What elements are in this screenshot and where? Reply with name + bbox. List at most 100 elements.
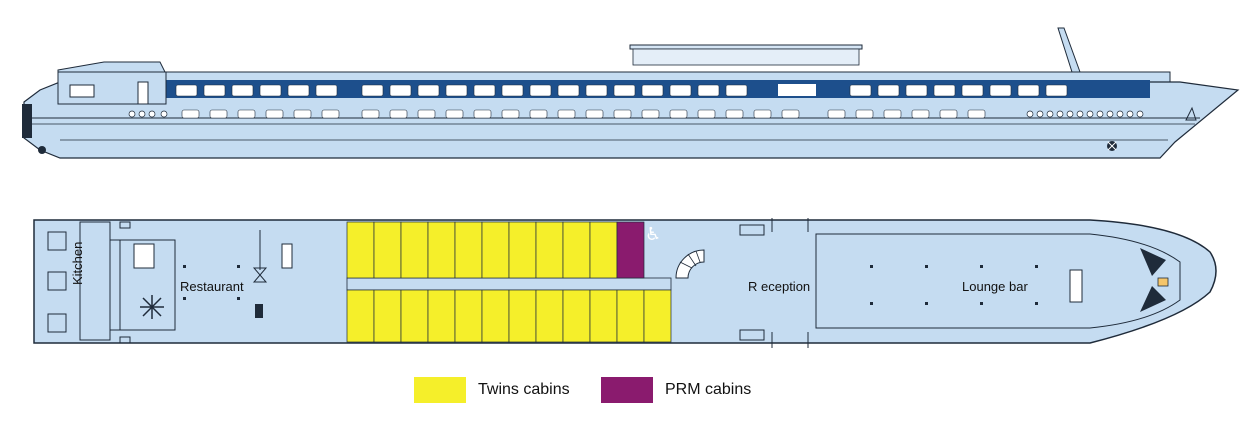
- twin-cabin: [481, 221, 510, 279]
- restaurant-label: Restaurant: [180, 279, 244, 294]
- twin-cabin: [346, 221, 375, 279]
- column-post: [925, 265, 928, 268]
- side-window: [389, 84, 412, 97]
- column-post: [183, 265, 186, 268]
- spiral-stairs-icon: [675, 249, 705, 279]
- snowflake-icon: [140, 295, 164, 319]
- side-window: [911, 109, 930, 119]
- side-window: [265, 109, 284, 119]
- wheelchair-icon: ♿: [645, 224, 662, 245]
- twin-cabin: [589, 289, 618, 343]
- twin-cabin: [454, 221, 483, 279]
- side-window: [473, 109, 492, 119]
- side-window: [1045, 84, 1068, 97]
- side-window: [259, 84, 282, 97]
- column-post: [925, 302, 928, 305]
- side-window: [203, 84, 226, 97]
- side-window: [231, 84, 254, 97]
- side-window: [989, 84, 1012, 97]
- twins-label: Twins cabins: [478, 381, 570, 398]
- side-window: [473, 84, 496, 97]
- side-window: [237, 109, 256, 119]
- porthole: [1076, 110, 1084, 118]
- porthole: [1106, 110, 1114, 118]
- porthole: [1026, 110, 1034, 118]
- side-window: [725, 84, 748, 97]
- porthole: [1056, 110, 1064, 118]
- twin-cabin: [400, 221, 429, 279]
- side-window: [557, 109, 576, 119]
- porthole: [1066, 110, 1074, 118]
- side-window: [361, 84, 384, 97]
- side-window: [417, 84, 440, 97]
- porthole: [160, 110, 168, 118]
- twin-cabin: [535, 289, 564, 343]
- side-window: [293, 109, 312, 119]
- porthole: [1096, 110, 1104, 118]
- column-post: [237, 265, 240, 268]
- twin-cabin: [373, 289, 402, 343]
- twin-cabin: [373, 221, 402, 279]
- side-window: [725, 109, 744, 119]
- side-window: [697, 109, 716, 119]
- side-window: [939, 109, 958, 119]
- side-window: [501, 109, 520, 119]
- side-window: [1017, 84, 1040, 97]
- side-window: [361, 109, 380, 119]
- reception-label: R eception: [748, 279, 811, 294]
- side-window: [641, 109, 660, 119]
- twin-cabin: [400, 289, 429, 343]
- side-window: [883, 109, 902, 119]
- porthole: [1116, 110, 1124, 118]
- ship-side-view: [22, 27, 1240, 159]
- twin-cabin: [427, 289, 456, 343]
- twin-cabin: [427, 221, 456, 279]
- porthole: [1086, 110, 1094, 118]
- side-window: [855, 109, 874, 119]
- column-post: [870, 265, 873, 268]
- porthole: [1126, 110, 1134, 118]
- side-window: [321, 109, 340, 119]
- column-post: [980, 302, 983, 305]
- side-window: [669, 84, 692, 97]
- legend-twins: Twins cabins: [414, 377, 570, 403]
- side-window: [389, 109, 408, 119]
- porthole: [138, 110, 146, 118]
- porthole: [1046, 110, 1054, 118]
- column-post: [870, 302, 873, 305]
- side-window: [877, 84, 900, 97]
- side-window: [827, 109, 846, 119]
- side-window: [501, 84, 524, 97]
- side-window: [585, 109, 604, 119]
- side-window: [417, 109, 436, 119]
- prm-label: PRM cabins: [665, 381, 752, 398]
- side-window: [849, 84, 872, 97]
- twin-cabin: [562, 221, 591, 279]
- twin-cabin: [508, 221, 537, 279]
- side-window: [585, 84, 608, 97]
- side-window: [557, 84, 580, 97]
- column-post: [1035, 302, 1038, 305]
- side-window: [445, 84, 468, 97]
- twin-cabin: [643, 289, 672, 343]
- column-post: [183, 297, 186, 300]
- side-window: [905, 84, 928, 97]
- legend-prm: PRM cabins: [601, 377, 751, 403]
- side-window-door: [778, 84, 816, 96]
- side-window: [753, 109, 772, 119]
- column-post: [237, 297, 240, 300]
- twins-swatch: [414, 377, 466, 403]
- twin-cabin: [616, 289, 645, 343]
- porthole: [128, 110, 136, 118]
- side-window: [287, 84, 310, 97]
- twin-cabin: [346, 289, 375, 343]
- porthole: [1136, 110, 1144, 118]
- side-window: [445, 109, 464, 119]
- twin-cabin: [508, 289, 537, 343]
- side-window: [781, 109, 800, 119]
- side-window: [641, 84, 664, 97]
- side-window: [697, 84, 720, 97]
- side-window: [209, 109, 228, 119]
- porthole: [1036, 110, 1044, 118]
